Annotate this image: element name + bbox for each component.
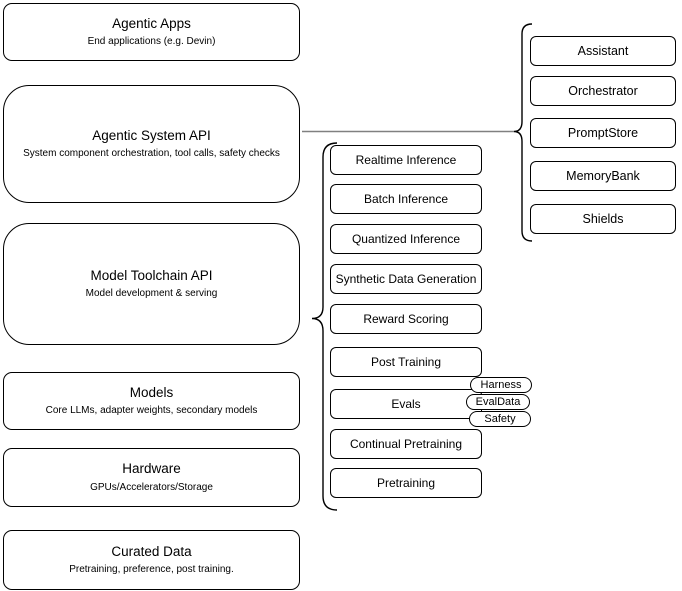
- box-hardware-title: Hardware: [122, 461, 181, 477]
- box-model-toolchain-api-subtitle: Model development & serving: [85, 288, 218, 300]
- box-assistant: Assistant: [530, 36, 676, 66]
- box-curated-data-title: Curated Data: [111, 543, 192, 559]
- box-promptstore: PromptStore: [530, 118, 676, 148]
- box-model-toolchain-api: Model Toolchain API Model development & …: [3, 223, 300, 345]
- box-models: Models Core LLMs, adapter weights, secon…: [3, 372, 300, 430]
- box-realtime-inference: Realtime Inference: [330, 145, 482, 175]
- box-model-toolchain-api-title: Model Toolchain API: [90, 267, 213, 283]
- box-batch-inference: Batch Inference: [330, 184, 482, 214]
- pill-safety: Safety: [469, 411, 531, 427]
- box-memorybank: MemoryBank: [530, 161, 676, 191]
- pill-harness: Harness: [470, 377, 532, 393]
- box-hardware-subtitle: GPUs/Accelerators/Storage: [90, 481, 213, 493]
- box-evals: Evals: [330, 389, 482, 419]
- box-agentic-apps-subtitle: End applications (e.g. Devin): [87, 36, 216, 48]
- box-continual-pretraining: Continual Pretraining: [330, 429, 482, 459]
- box-agentic-apps-title: Agentic Apps: [112, 15, 191, 31]
- box-shields: Shields: [530, 204, 676, 234]
- pill-evaldata: EvalData: [466, 394, 530, 410]
- box-agentic-system-api: Agentic System API System component orch…: [3, 85, 300, 203]
- box-models-subtitle: Core LLMs, adapter weights, secondary mo…: [45, 405, 258, 417]
- box-models-title: Models: [129, 384, 174, 400]
- box-curated-data-subtitle: Pretraining, preference, post training.: [69, 564, 234, 576]
- box-hardware: Hardware GPUs/Accelerators/Storage: [3, 448, 300, 507]
- box-quantized-inference: Quantized Inference: [330, 224, 482, 254]
- box-agentic-system-api-title: Agentic System API: [92, 127, 211, 143]
- box-agentic-system-api-subtitle: System component orchestration, tool cal…: [23, 148, 280, 160]
- box-pretraining: Pretraining: [330, 468, 482, 498]
- box-curated-data: Curated Data Pretraining, preference, po…: [3, 530, 300, 590]
- box-agentic-apps: Agentic Apps End applications (e.g. Devi…: [3, 3, 300, 61]
- box-orchestrator: Orchestrator: [530, 76, 676, 106]
- box-post-training: Post Training: [330, 347, 482, 377]
- box-synthetic-data-generation: Synthetic Data Generation: [330, 264, 482, 294]
- box-reward-scoring: Reward Scoring: [330, 304, 482, 334]
